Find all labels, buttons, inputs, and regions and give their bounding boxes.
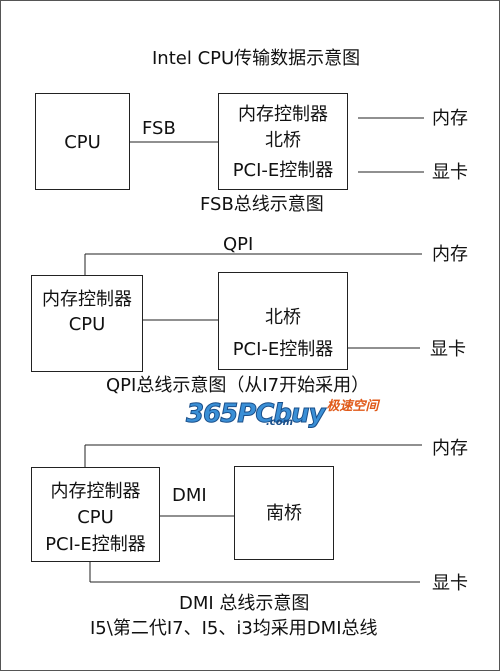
memory-controller-label: 内存控制器 <box>42 289 132 310</box>
dmi-caption: DMI 总线示意图 <box>179 593 310 614</box>
fsb-label: FSB <box>142 118 176 139</box>
dmi-label: DMI <box>172 485 207 506</box>
memory-label-2: 内存 <box>432 244 468 265</box>
southbridge-label: 南桥 <box>266 503 302 524</box>
diagram-title: Intel CPU传输数据示意图 <box>152 48 361 69</box>
northbridge-box-qpi: 北桥 PCI-E控制器 <box>218 272 348 370</box>
cpu-label: CPU <box>77 507 114 528</box>
watermark-tagline: 极速空间 <box>326 399 379 414</box>
fsb-caption: FSB总线示意图 <box>200 194 324 215</box>
gpu-label-3: 显卡 <box>432 573 468 594</box>
memory-controller-label: 内存控制器 <box>50 481 141 502</box>
gpu-label-2: 显卡 <box>430 339 466 360</box>
cpu-box-fsb: CPU <box>35 93 130 190</box>
dmi-note: I5\第二代I7、I5、i3均采用DMI总线 <box>90 618 378 639</box>
cpu-box-qpi: 内存控制器 CPU <box>31 275 143 372</box>
memory-controller-label: 内存控制器 <box>238 104 328 125</box>
cpu-label: CPU <box>68 314 106 335</box>
southbridge-box: 南桥 <box>234 466 334 560</box>
memory-label-3: 内存 <box>432 438 468 459</box>
pcie-controller-label: PCI-E控制器 <box>232 160 334 181</box>
qpi-caption: QPI总线示意图（从I7开始采用） <box>106 375 370 396</box>
cpu-label: CPU <box>64 132 101 153</box>
qpi-label: QPI <box>223 234 254 255</box>
memory-label-1: 内存 <box>432 108 468 129</box>
northbridge-box-fsb: 内存控制器 北桥 PCI-E控制器 <box>218 93 348 190</box>
pcie-controller-label: PCI-E控制器 <box>45 534 146 555</box>
cpu-box-dmi: 内存控制器 CPU PCI-E控制器 <box>31 467 160 562</box>
watermark-domain: .com <box>266 417 294 428</box>
pcie-controller-label: PCI-E控制器 <box>232 339 334 360</box>
northbridge-label: 北桥 <box>265 307 301 328</box>
northbridge-label: 北桥 <box>265 130 301 151</box>
gpu-label-1: 显卡 <box>432 162 468 183</box>
watermark-brand: 365PCbuy <box>185 399 325 430</box>
